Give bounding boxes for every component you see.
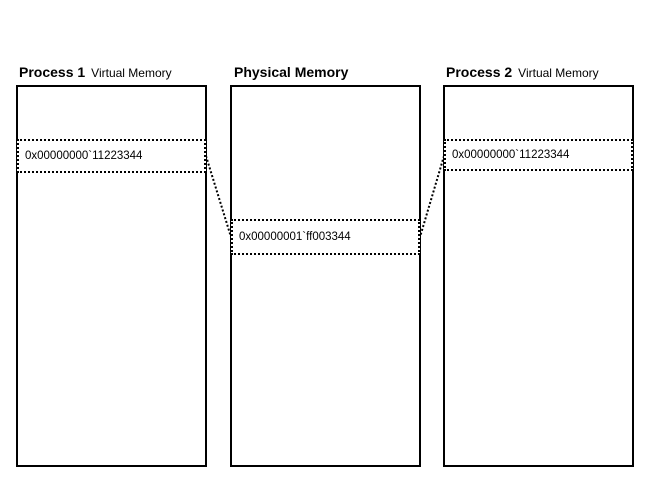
process2-title-main: Process 2 [446, 64, 513, 80]
process1-title-main: Process 1 [19, 64, 86, 80]
physical-address-region: 0x00000001`ff003344 [231, 219, 420, 255]
process1-title: Process 1 Virtual Memory [19, 63, 172, 82]
process1-title-subtitle: Virtual Memory [91, 66, 172, 80]
process2-title: Process 2 Virtual Memory [446, 63, 599, 82]
process1-address-region: 0x00000000`11223344 [17, 139, 206, 173]
process2-title-subtitle: Virtual Memory [518, 66, 599, 80]
connector-process2-to-physical [419, 155, 445, 238]
physical-memory-title: Physical Memory [234, 63, 348, 82]
physical-memory-column [230, 85, 421, 467]
physical-address-label: 0x00000001`ff003344 [239, 231, 351, 243]
physical-memory-title-main: Physical Memory [234, 64, 349, 80]
connector-process1-to-physical [205, 155, 232, 238]
process2-address-label: 0x00000000`11223344 [452, 149, 570, 161]
process2-address-region: 0x00000000`11223344 [444, 139, 633, 171]
process1-address-label: 0x00000000`11223344 [25, 150, 143, 162]
